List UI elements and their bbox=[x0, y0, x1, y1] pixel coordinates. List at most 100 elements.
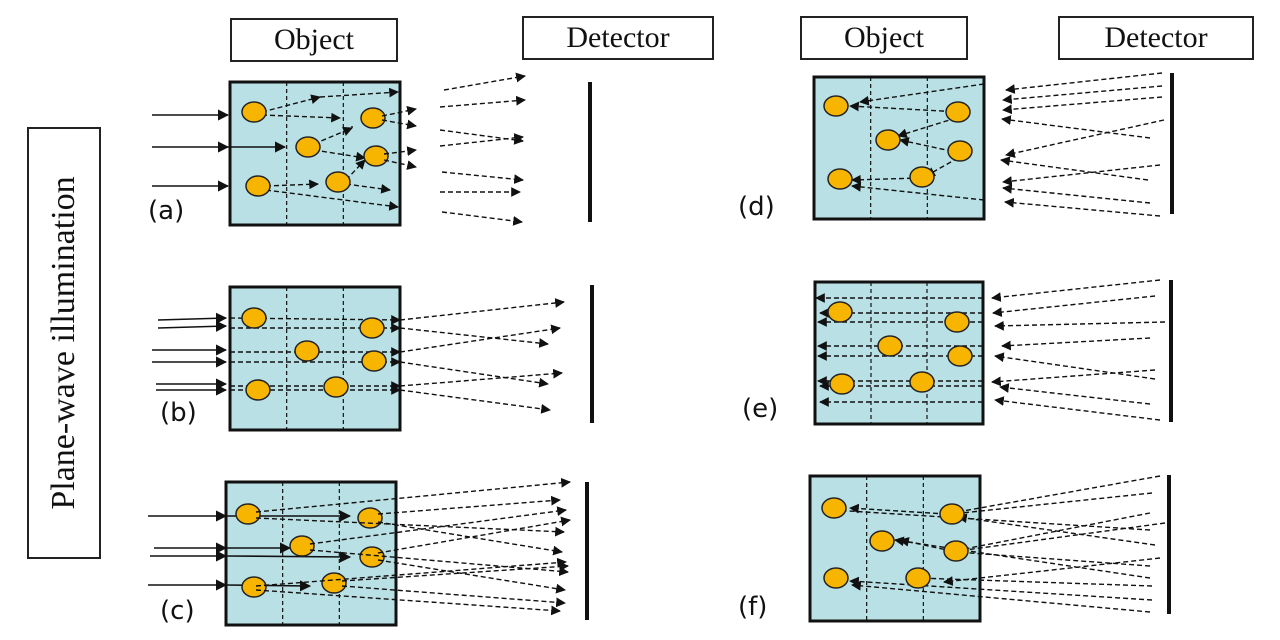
scattered-ray bbox=[441, 171, 524, 185]
scattered-ray bbox=[1002, 164, 1161, 186]
scatterer-particle bbox=[909, 371, 935, 393]
scattered-ray bbox=[1004, 197, 1161, 217]
scattered-ray bbox=[383, 159, 417, 170]
scattered-ray bbox=[1002, 85, 1163, 105]
scattered-ray bbox=[1001, 337, 1151, 351]
scatterer-particle bbox=[905, 567, 931, 589]
header-left-object: Object bbox=[230, 18, 398, 62]
panel-label-e: (e) bbox=[742, 394, 779, 424]
scattered-ray bbox=[439, 95, 526, 108]
scatterer-particle bbox=[909, 166, 935, 188]
scattered-ray bbox=[377, 521, 563, 556]
scattered-ray bbox=[994, 352, 1156, 380]
scattered-ray bbox=[319, 87, 399, 98]
panel-label-c: (c) bbox=[160, 596, 195, 626]
panel-label-d: (d) bbox=[738, 192, 775, 222]
scattered-ray bbox=[899, 537, 953, 552]
scattered-ray bbox=[341, 561, 569, 582]
scattered-ray bbox=[265, 189, 399, 211]
scattered-ray bbox=[381, 105, 417, 117]
scattered-ray bbox=[261, 94, 321, 113]
scattered-ray bbox=[1000, 156, 1149, 181]
header-left-detector: Detector bbox=[522, 16, 714, 60]
scatterer-particle bbox=[827, 168, 853, 190]
scattered-ray bbox=[341, 585, 566, 608]
scatterer-particle bbox=[943, 540, 969, 562]
scatterer-particle bbox=[289, 535, 315, 557]
scatterer-particle bbox=[321, 572, 347, 594]
scattered-ray bbox=[851, 182, 985, 201]
header-right-detector: Detector bbox=[1058, 16, 1254, 60]
scattered-ray bbox=[897, 117, 957, 139]
scattered-ray bbox=[265, 179, 319, 190]
panel-label-a: (a) bbox=[148, 196, 185, 226]
scatterer-particle bbox=[357, 507, 383, 529]
scattered-ray bbox=[377, 516, 571, 554]
scattered-ray bbox=[383, 146, 417, 156]
scatterer-particle bbox=[359, 546, 385, 568]
scattered-ray bbox=[951, 492, 1153, 518]
scatterer-particle bbox=[947, 345, 973, 367]
incident-ray bbox=[157, 312, 228, 324]
scattered-ray bbox=[945, 475, 1161, 518]
header-right-object: Object bbox=[800, 16, 968, 60]
plane-wave-illumination-label: Plane-wave illumination bbox=[27, 127, 101, 559]
scattered-ray bbox=[991, 369, 1156, 387]
scattered-ray bbox=[261, 112, 341, 123]
scatterer-particle bbox=[235, 503, 261, 525]
scatterer-particle bbox=[323, 376, 349, 398]
scatterer-particle bbox=[245, 379, 271, 401]
scatterer-particle bbox=[295, 136, 321, 158]
scattered-ray bbox=[994, 320, 1166, 331]
scatterer-particle bbox=[947, 140, 973, 162]
scattered-ray bbox=[313, 149, 366, 162]
scattered-ray bbox=[1005, 72, 1163, 94]
scattered-ray bbox=[943, 557, 1161, 586]
scattered-ray bbox=[255, 589, 561, 616]
scattered-ray bbox=[999, 383, 1151, 405]
scatterer-particle bbox=[869, 530, 895, 552]
scatterer-particle bbox=[823, 567, 849, 589]
scattered-ray bbox=[441, 211, 523, 226]
scattered-ray bbox=[849, 576, 1153, 601]
scatterer-particle bbox=[939, 503, 965, 525]
scattered-ray bbox=[399, 389, 551, 414]
scattered-ray bbox=[859, 83, 985, 106]
scatterer-particle bbox=[823, 95, 849, 117]
incident-ray bbox=[157, 320, 228, 332]
scattered-ray bbox=[992, 295, 1156, 317]
scatterer-particle bbox=[294, 340, 320, 362]
scatterer-particle bbox=[325, 171, 351, 193]
scatterer-particle bbox=[945, 101, 971, 123]
scattered-ray bbox=[957, 522, 1166, 555]
scattered-ray bbox=[377, 495, 561, 515]
scattered-ray bbox=[399, 368, 563, 387]
scattered-ray bbox=[851, 580, 1151, 613]
scattered-ray bbox=[1001, 115, 1151, 139]
scattered-ray bbox=[1002, 96, 1163, 115]
scattered-ray bbox=[345, 159, 366, 181]
scattered-ray bbox=[957, 513, 1156, 546]
scattered-ray bbox=[849, 101, 961, 113]
scattered-ray bbox=[925, 157, 959, 177]
scattered-ray bbox=[1002, 184, 1151, 204]
scattered-ray bbox=[439, 133, 524, 147]
scattered-ray bbox=[1005, 119, 1165, 158]
scattered-ray bbox=[894, 536, 1151, 579]
scattered-ray bbox=[381, 119, 417, 130]
scatterer-particle bbox=[877, 335, 903, 357]
scattered-ray bbox=[309, 549, 569, 577]
scattered-ray bbox=[399, 298, 565, 321]
scatterer-particle bbox=[245, 175, 271, 197]
scattered-ray bbox=[309, 506, 567, 545]
scatterer-particle bbox=[360, 107, 386, 129]
panel-label-f: (f) bbox=[738, 592, 768, 622]
scattered-ray bbox=[439, 129, 524, 145]
scattered-ray bbox=[917, 573, 1153, 587]
scatterer-particle bbox=[241, 576, 267, 598]
scattered-ray bbox=[255, 477, 571, 513]
scatterer-particle bbox=[829, 373, 855, 395]
scattered-ray bbox=[399, 324, 561, 353]
scattered-ray bbox=[255, 557, 567, 587]
